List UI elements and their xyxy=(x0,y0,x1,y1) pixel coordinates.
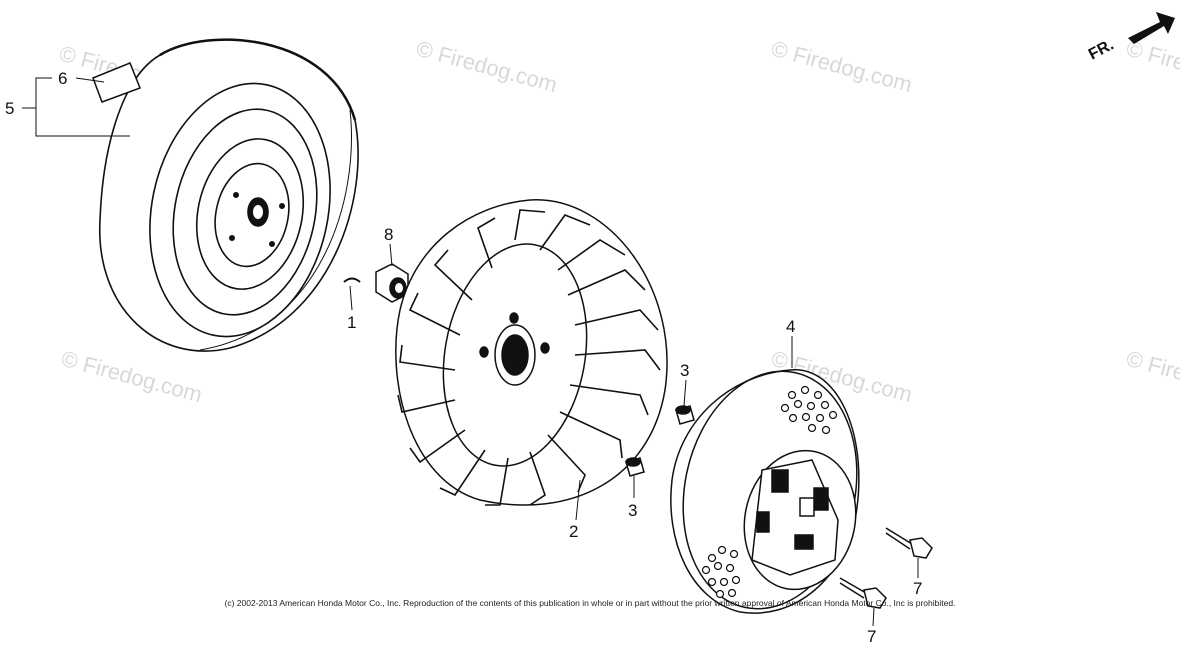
part-7-bolt-lower xyxy=(839,577,887,609)
callout-3-lower: 3 xyxy=(628,501,637,520)
callout-6: 6 xyxy=(58,69,67,88)
callouts: 5 6 1 8 2 3 3 4 7 7 xyxy=(5,69,922,646)
part-5-rotor-cup xyxy=(99,38,359,352)
front-arrow-icon xyxy=(1128,12,1175,44)
part-6-label-sticker xyxy=(92,62,141,103)
watermark-8: © Firedog.com xyxy=(1124,346,1180,408)
part-7-bolt-upper xyxy=(885,527,933,559)
part-3-collar-upper xyxy=(675,405,695,425)
callout-7-upper: 7 xyxy=(913,579,922,598)
part-8-flange-nut xyxy=(375,263,409,303)
callout-8: 8 xyxy=(384,225,393,244)
leader-lines xyxy=(22,77,919,627)
part-1-key xyxy=(343,277,361,283)
watermark-2: © Firedog.com xyxy=(414,36,560,98)
callout-2: 2 xyxy=(569,522,578,541)
watermark-7: © Firedog.com xyxy=(1124,36,1180,98)
part-2-cooling-fan xyxy=(395,199,668,506)
callout-5: 5 xyxy=(5,99,14,118)
copyright-notice: (c) 2002-2013 American Honda Motor Co., … xyxy=(224,598,956,608)
watermark-3: © Firedog.com xyxy=(769,36,915,98)
callout-4: 4 xyxy=(786,317,795,336)
part-4-starter-pulley xyxy=(670,369,860,614)
part-3-collar-lower xyxy=(625,457,645,477)
fr-label: FR. xyxy=(1086,36,1117,63)
watermark-4: © Firedog.com xyxy=(59,346,205,408)
callout-7-lower: 7 xyxy=(867,627,876,646)
callout-3-upper: 3 xyxy=(680,361,689,380)
callout-1: 1 xyxy=(347,313,356,332)
